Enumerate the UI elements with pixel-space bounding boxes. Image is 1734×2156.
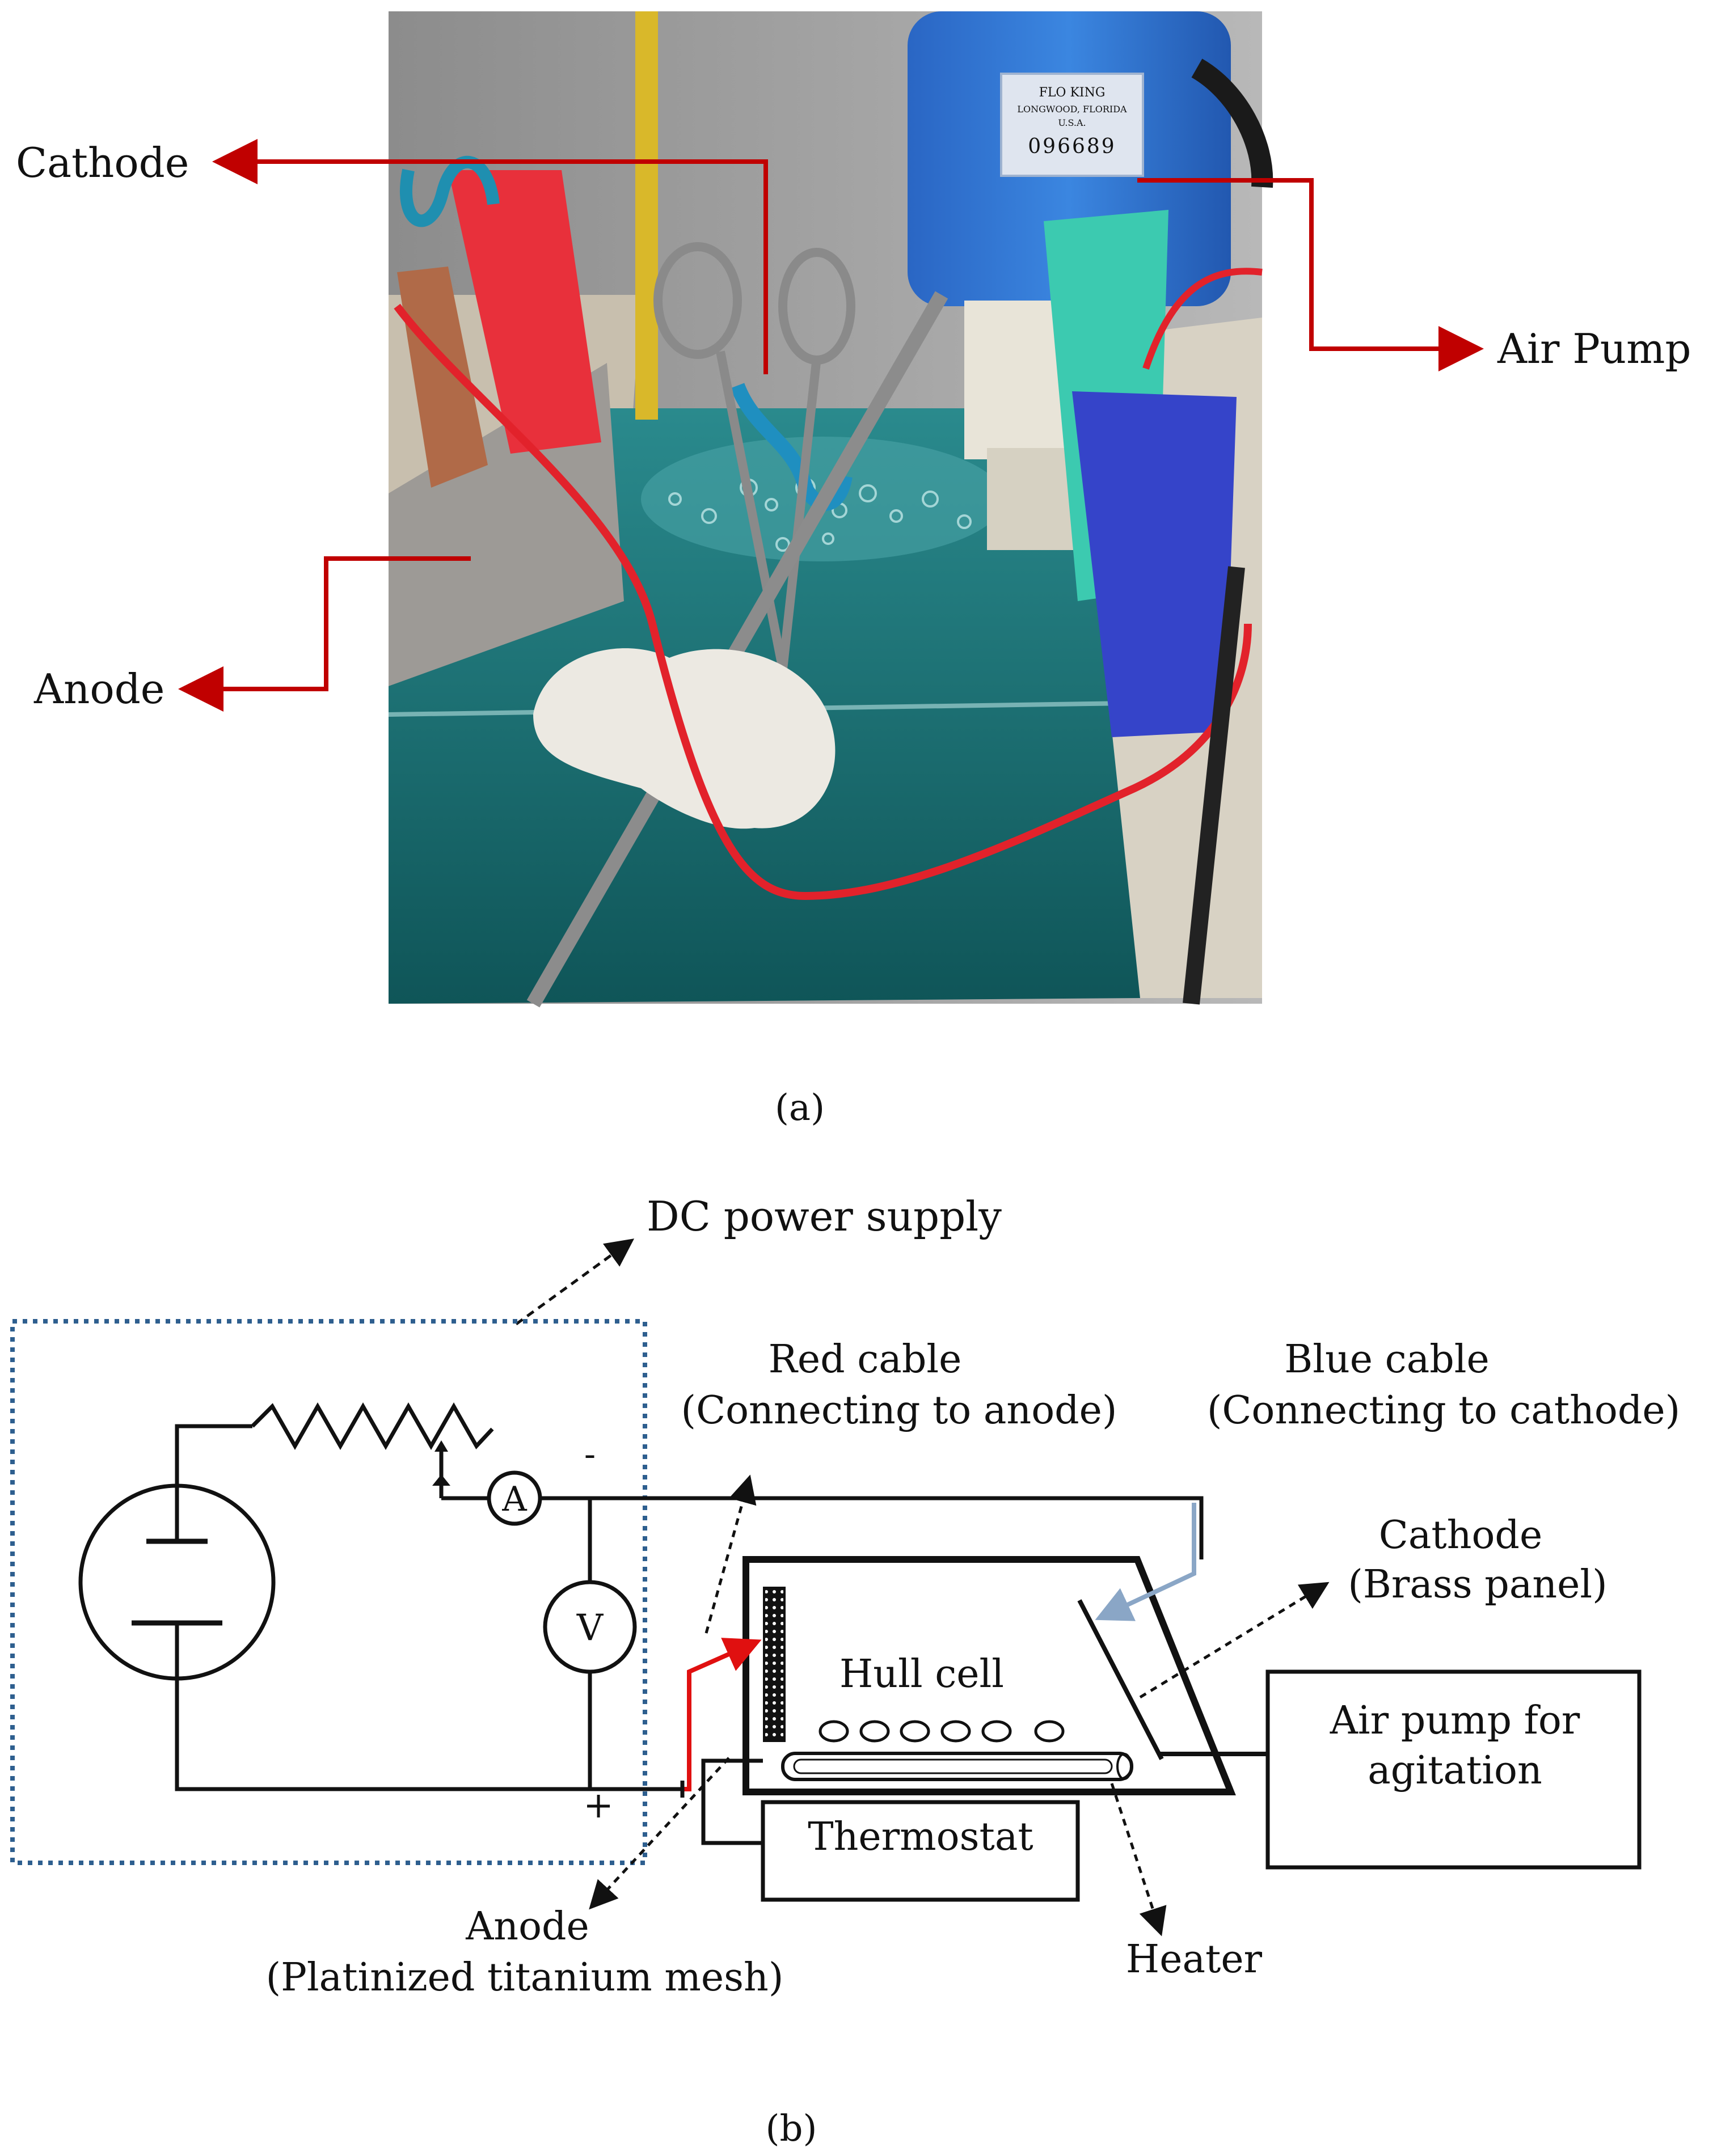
voltmeter-symbol [543,1580,637,1674]
minus-sign: - [584,1435,596,1474]
thermostat-box [761,1800,1080,1902]
plus-sign: + [583,1785,614,1827]
heater-leader [1110,1783,1167,1937]
anode-leader-b [589,1757,730,1910]
voltmeter-label: V [576,1607,604,1649]
blue-cable [1095,1503,1196,1621]
label-cathode-a: Cathode [16,139,189,187]
caption-b: (b) [766,2108,817,2150]
resistor-zigzag [251,1402,494,1451]
dc-supply-leader [515,1238,635,1326]
label-heater: Heater [1126,1937,1263,1982]
ammeter-symbol [487,1470,542,1526]
label-air-pump-b-2: agitation [1368,1748,1542,1793]
air-pump-box [1265,1669,1642,1870]
pump-sticker-line1: FLO KING [1039,86,1106,100]
label-blue-cable-1: Blue cable [1284,1337,1490,1382]
label-hull-cell: Hull cell [839,1652,1004,1697]
red-cable-leader [704,1474,757,1634]
air-bubbles [819,1720,1065,1743]
rheostat-arrow-icon [432,1474,450,1486]
heater-tube [781,1752,1133,1781]
label-air-pump-a: Air Pump [1497,325,1691,373]
pump-sticker-line3: U.S.A. [1058,117,1086,128]
anode-leader [178,556,471,712]
label-anode-b-2: (Platinized titanium mesh) [266,1955,784,2000]
cathode-panel [1077,1599,1164,1760]
label-red-cable-1: Red cable [769,1337,962,1382]
red-cable [682,1638,762,1791]
anode-mesh [763,1587,786,1742]
label-cathode-b-1: Cathode [1379,1513,1542,1558]
label-air-pump-b-1: Air pump for [1330,1698,1580,1743]
thermostat-wire [701,1758,763,1845]
supply-wiring [175,1402,1204,1791]
label-dc-power-supply: DC power supply [647,1193,1002,1240]
label-red-cable-2: (Connecting to anode) [681,1388,1117,1433]
pump-sticker-line2: LONGWOOD, FLORIDA [1017,104,1127,115]
pump-sticker-serial: 096689 [1028,135,1116,158]
caption-a: (a) [775,1087,825,1129]
cathode-leader [212,139,768,374]
ammeter-label: A [501,1479,527,1519]
dc-power-supply-box [10,1319,647,1865]
battery-symbol [78,1483,276,1681]
label-anode-a: Anode [33,665,164,713]
label-blue-cable-2: (Connecting to cathode) [1207,1388,1680,1433]
label-anode-b-1: Anode [465,1904,589,1949]
label-cathode-b-2: (Brass panel) [1348,1562,1607,1607]
hull-cell-photo: FLO KING LONGWOOD, FLORIDA U.S.A. 096689 [388,11,1273,1008]
label-thermostat: Thermostat [808,1815,1033,1859]
hull-cell-outline [742,1556,1236,1795]
cathode-leader-b [1139,1582,1330,1699]
air-pump-leader [1137,178,1484,371]
